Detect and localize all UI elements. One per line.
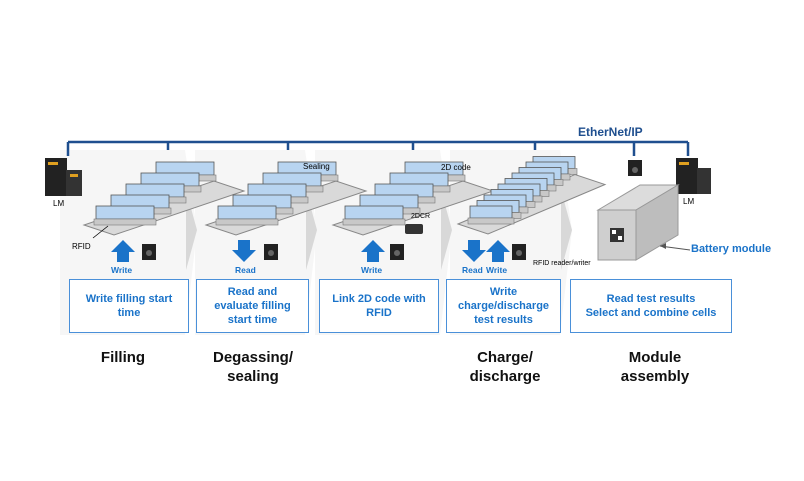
- stage-name-charge: Charge/ discharge: [469, 349, 541, 385]
- write-arrow-up-4: [486, 240, 510, 262]
- conveyor-filling: [82, 161, 246, 236]
- rfid-pointer: [92, 225, 109, 239]
- write-label-1: Write: [111, 265, 133, 275]
- conveyor-charge: [456, 156, 607, 235]
- readers: [142, 224, 526, 260]
- conveyor-degassing: [204, 161, 368, 236]
- stage-name-filling: Filling: [100, 349, 146, 366]
- step-box-charge: Write charge/discharge test results: [446, 279, 561, 333]
- step-box-degassing: Read and evaluate filling start time: [196, 279, 309, 333]
- write-arrow-up-3: [361, 240, 385, 262]
- lm-controller-right: [676, 158, 711, 194]
- stage-name-module: Module assembly: [620, 349, 690, 385]
- sealing-label: Sealing: [303, 162, 330, 171]
- step-box-filling: Write filling start time: [69, 279, 189, 333]
- read-label-2: Read: [235, 265, 256, 275]
- lm-left-label: LM: [53, 199, 65, 208]
- rfid-rw-label: RFID reader/writer: [533, 260, 591, 267]
- write-label-3: Write: [361, 265, 383, 275]
- ethernet-ip-logo: EtherNet/IP: [578, 125, 643, 139]
- lm-controller-left: [45, 158, 82, 196]
- rfid-label: RFID: [72, 242, 91, 251]
- read-arrow-down-4: [462, 240, 486, 262]
- battery-module: [596, 184, 691, 261]
- write-arrow-up-1: [111, 240, 135, 262]
- code-2d-label: 2D code: [441, 163, 471, 172]
- stage-name-degassing: Degassing/ sealing: [212, 349, 294, 385]
- step-box-module: Read test results Select and combine cel…: [570, 279, 732, 333]
- step-box-link: Link 2D code with RFID: [319, 279, 439, 333]
- conveyor-link: [331, 161, 495, 236]
- battery-module-label: Battery module: [691, 243, 772, 255]
- write-label-4: Write: [486, 265, 508, 275]
- rfid-reader-module-assembly: [628, 160, 642, 176]
- network-bus: [66, 140, 690, 156]
- read-label-4: Read: [462, 265, 483, 275]
- arrows: [111, 240, 510, 262]
- lm-right-label: LM: [683, 197, 695, 206]
- read-arrow-down-2: [232, 240, 256, 262]
- dcr-label: 2DCR: [411, 213, 431, 220]
